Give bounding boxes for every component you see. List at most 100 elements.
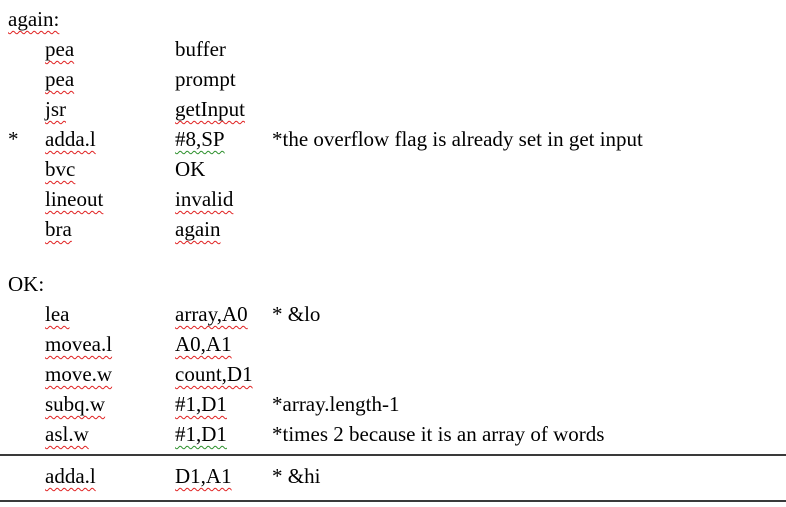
code-operand-text: invalid xyxy=(175,187,234,211)
code-line: move.w count,D1 xyxy=(0,359,786,389)
code-operand xyxy=(175,4,272,34)
code-label xyxy=(8,214,45,244)
code-comment-text: *the overflow flag is already set in get… xyxy=(272,127,643,151)
code-label xyxy=(8,64,45,94)
code-mnemonic-text: bvc xyxy=(45,157,76,181)
code-label xyxy=(8,329,45,359)
code-label xyxy=(8,389,45,419)
code-comment: *array.length-1 xyxy=(272,389,786,419)
code-line: jsr getInput xyxy=(0,94,786,124)
code-mnemonic-text: adda.l xyxy=(45,464,96,488)
code-operand: #1,D1 xyxy=(175,389,272,419)
code-comment xyxy=(272,154,786,184)
code-operand: again xyxy=(175,214,272,244)
code-operand: array,A0 xyxy=(175,299,272,329)
code-mnemonic-text: move.w xyxy=(45,362,113,386)
code-operand: #8,SP xyxy=(175,124,272,154)
code-comment: *the overflow flag is already set in get… xyxy=(272,124,786,154)
code-comment xyxy=(272,184,786,214)
blank-line xyxy=(0,244,786,269)
code-label xyxy=(8,461,45,491)
code-label xyxy=(8,34,45,64)
code-line: lea array,A0 * &lo xyxy=(0,299,786,329)
code-operand: buffer xyxy=(175,34,272,64)
code-comment xyxy=(272,214,786,244)
code-mnemonic: lineout xyxy=(45,184,175,214)
code-line: asl.w#1,D1*times 2 because it is an arra… xyxy=(0,419,786,449)
code-comment xyxy=(272,34,786,64)
code-mnemonic: pea xyxy=(45,64,175,94)
code-line: movea.l A0,A1 xyxy=(0,329,786,359)
code-mnemonic: subq.w xyxy=(45,389,175,419)
code-operand: count,D1 xyxy=(175,359,272,389)
code-comment-text: * &hi xyxy=(272,464,321,488)
code-operand-text: #1,D1 xyxy=(175,392,227,416)
code-operand xyxy=(175,269,272,299)
code-operand-text: #8,SP xyxy=(175,127,225,151)
code-comment xyxy=(272,269,786,299)
code-mnemonic: asl.w xyxy=(45,419,175,449)
code-line: subq.w #1,D1 *array.length-1 xyxy=(0,389,786,419)
code-line: again: xyxy=(0,4,786,34)
code-operand-text: OK xyxy=(175,157,206,181)
code-lines: again: pea buffer pea prompt jsr getInput * adda… xyxy=(0,4,786,502)
code-comment-text: *times 2 because it is an array of words xyxy=(272,422,605,446)
code-operand-text: D1,A1 xyxy=(175,464,232,488)
code-comment: * &hi xyxy=(272,461,786,491)
code-mnemonic-text: pea xyxy=(45,67,75,91)
code-mnemonic-text: movea.l xyxy=(45,332,113,356)
code-label xyxy=(8,154,45,184)
code-mnemonic-text: pea xyxy=(45,37,75,61)
code-label xyxy=(8,359,45,389)
code-mnemonic: movea.l xyxy=(45,329,175,359)
code-label: OK: xyxy=(8,269,45,299)
code-mnemonic: bvc xyxy=(45,154,175,184)
code-comment: *times 2 because it is an array of words xyxy=(272,419,786,449)
code-comment-text: *array.length-1 xyxy=(272,392,400,416)
code-operand: getInput xyxy=(175,94,272,124)
code-line: bra again xyxy=(0,214,786,244)
code-mnemonic: pea xyxy=(45,34,175,64)
code-operand-text: prompt xyxy=(175,67,236,91)
code-comment xyxy=(272,359,786,389)
code-comment xyxy=(272,329,786,359)
code-comment xyxy=(272,4,786,34)
code-label xyxy=(8,184,45,214)
code-operand-text: buffer xyxy=(175,37,226,61)
code-mnemonic: lea xyxy=(45,299,175,329)
code-label xyxy=(8,299,45,329)
code-line: bvc OK xyxy=(0,154,786,184)
code-mnemonic: move.w xyxy=(45,359,175,389)
code-label-text: * xyxy=(8,127,19,151)
code-mnemonic: bra xyxy=(45,214,175,244)
code-mnemonic-text: subq.w xyxy=(45,392,106,416)
code-label xyxy=(8,419,45,449)
code-operand-text: getInput xyxy=(175,97,245,121)
code-label: again: xyxy=(8,4,59,34)
code-mnemonic: adda.l xyxy=(45,124,175,154)
code-mnemonic xyxy=(45,4,175,34)
code-operand-text: array,A0 xyxy=(175,302,248,326)
code-comment xyxy=(272,64,786,94)
code-operand: prompt xyxy=(175,64,272,94)
horizontal-rule xyxy=(0,500,786,502)
code-operand-text: A0,A1 xyxy=(175,332,232,356)
code-line: * adda.l#8,SP *the overflow flag is alread… xyxy=(0,124,786,154)
code-line: pea buffer xyxy=(0,34,786,64)
code-label-text: OK: xyxy=(8,272,45,296)
code-mnemonic-text: bra xyxy=(45,217,72,241)
code-comment: * &lo xyxy=(272,299,786,329)
code-mnemonic: jsr xyxy=(45,94,175,124)
code-operand: OK xyxy=(175,154,272,184)
code-operand: #1,D1 xyxy=(175,419,272,449)
code-label-text: again: xyxy=(8,7,60,31)
code-label: * xyxy=(8,124,45,154)
code-comment xyxy=(272,94,786,124)
horizontal-rule xyxy=(0,454,786,456)
code-operand: D1,A1 xyxy=(175,461,272,491)
code-mnemonic-text: jsr xyxy=(45,97,66,121)
code-mnemonic xyxy=(45,269,175,299)
code-line: pea prompt xyxy=(0,64,786,94)
code-mnemonic-text: lea xyxy=(45,302,70,326)
